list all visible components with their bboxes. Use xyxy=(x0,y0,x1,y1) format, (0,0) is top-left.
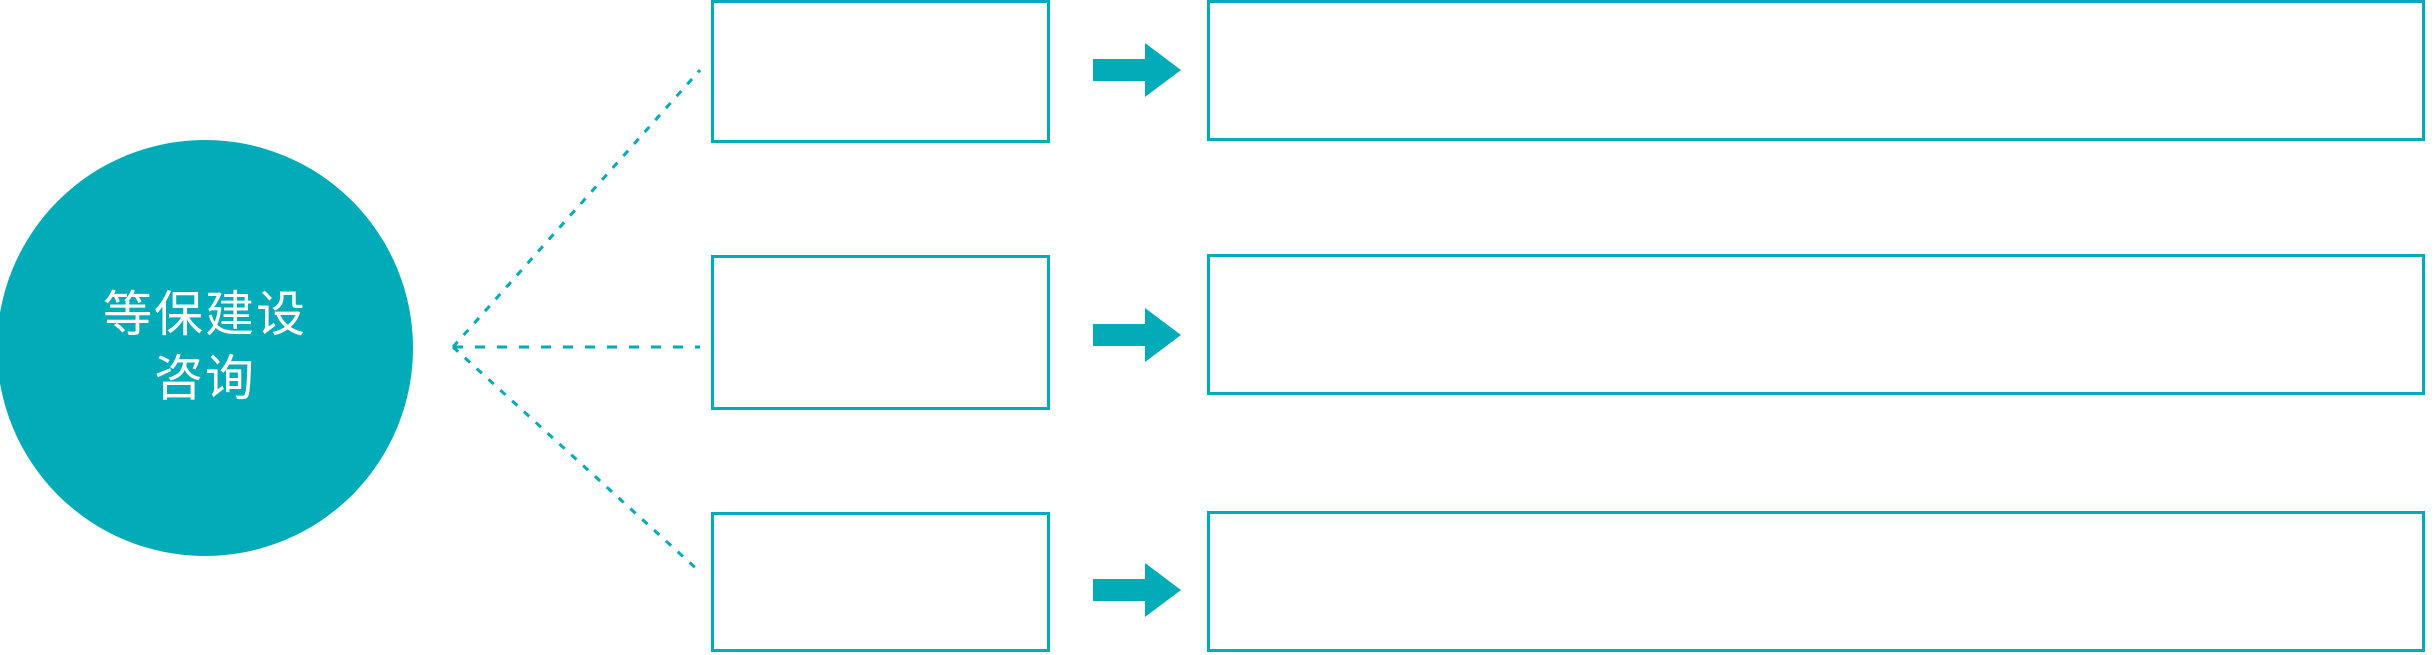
detail-box[interactable] xyxy=(1207,511,2425,652)
stage-box[interactable] xyxy=(711,512,1050,652)
right-arrow-icon xyxy=(1093,308,1181,362)
hub-label-line-2: 咨询 xyxy=(153,352,256,406)
stage-box[interactable] xyxy=(711,0,1050,143)
stage-box[interactable] xyxy=(711,255,1050,410)
detail-box[interactable] xyxy=(1207,0,2425,141)
right-arrow-icon xyxy=(1093,43,1181,97)
detail-box[interactable] xyxy=(1207,254,2425,395)
connector-line-top xyxy=(451,69,702,348)
connector-line-bottom xyxy=(451,345,702,574)
hub-circle[interactable]: 等保建设 咨询 xyxy=(0,140,413,556)
right-arrow-icon xyxy=(1093,563,1181,617)
hub-label-line-1: 等保建设 xyxy=(102,288,307,343)
